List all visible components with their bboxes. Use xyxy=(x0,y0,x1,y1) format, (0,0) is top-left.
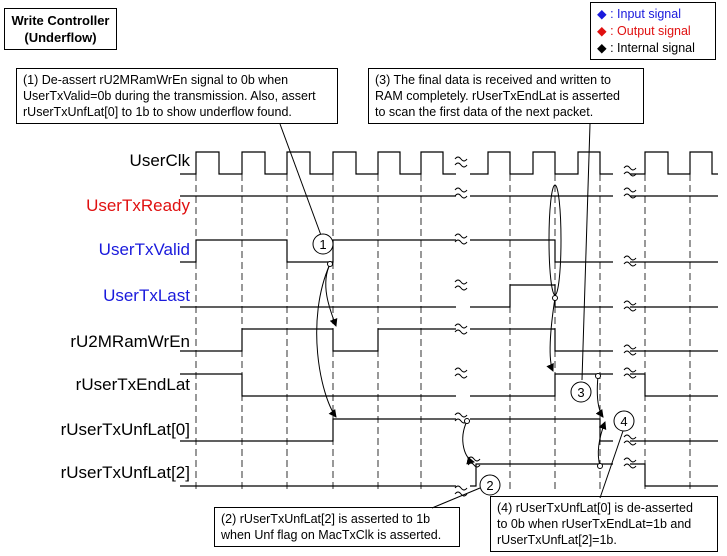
marker-2 xyxy=(479,474,501,496)
legend-internal-label: : Internal signal xyxy=(610,41,695,55)
marker-4 xyxy=(613,410,635,432)
signal-label-rusertxunflat0: rUserTxUnfLat[0] xyxy=(60,420,190,439)
waveform-userclk xyxy=(180,151,718,175)
note-3-text: (3) The final data is received and writt… xyxy=(375,73,620,119)
break-marks xyxy=(454,156,637,497)
note-1-text: (1) De-assert rU2MRamWrEn signal to 0b w… xyxy=(23,73,316,119)
marker-2-label: 2 xyxy=(486,478,493,493)
legend-output: ◆ : Output signal xyxy=(597,23,709,40)
signal-label-usertxlast: UserTxLast xyxy=(103,286,190,305)
signal-label-rusertxendlat: rUserTxEndLat xyxy=(75,375,190,394)
diagram-title: Write Controller (Underflow) xyxy=(11,13,110,45)
arrow-2 xyxy=(462,420,475,465)
waveform-usertxvalid xyxy=(180,239,718,263)
note-1-box: (1) De-assert rU2MRamWrEn signal to 0b w… xyxy=(16,68,338,124)
arrow-4b xyxy=(597,421,607,467)
waveform-ru2mramwren xyxy=(180,328,718,352)
arrow-3 xyxy=(546,297,556,372)
note-4-text: (4) rUserTxUnfLat[0] is de-asserted to 0… xyxy=(497,501,693,547)
diamond-icon: ◆ xyxy=(597,24,607,38)
waveform-usertxlast xyxy=(180,284,718,308)
marker-3 xyxy=(570,381,592,403)
note-4-box: (4) rUserTxUnfLat[0] is de-asserted to 0… xyxy=(490,496,718,552)
note-3-box: (3) The final data is received and writt… xyxy=(368,68,644,124)
note-2-box: (2) rUserTxUnfLat[2] is asserted to 1b w… xyxy=(214,507,460,547)
arrow-1b xyxy=(316,263,337,418)
legend-input-label: : Input signal xyxy=(610,7,681,21)
marker-1-label: 1 xyxy=(319,237,326,252)
diamond-icon: ◆ xyxy=(597,41,607,55)
waveform-rusertxendlat xyxy=(180,373,718,397)
arrow-4a xyxy=(595,375,604,418)
marker-1 xyxy=(312,233,334,255)
legend-input: ◆ : Input signal xyxy=(597,6,709,23)
waveform-rusertxunflat0 xyxy=(180,418,718,442)
note-1-pointer xyxy=(279,123,323,239)
marker-3-label: 3 xyxy=(577,385,584,400)
signal-label-userclk: UserClk xyxy=(129,151,190,170)
diamond-icon: ◆ xyxy=(597,7,607,21)
legend-internal: ◆ : Internal signal xyxy=(597,40,709,57)
legend-box: ◆ : Input signal ◆ : Output signal ◆ : I… xyxy=(590,2,716,60)
note-3-pointer xyxy=(581,123,591,381)
signal-label-ru2mramwren: rU2MRamWrEn xyxy=(70,332,190,351)
marker-4-label: 4 xyxy=(620,414,627,429)
waveform-rusertxunflat2 xyxy=(180,463,718,487)
arrow-1a xyxy=(325,263,338,327)
note-4-pointer xyxy=(599,427,625,499)
legend-output-label: : Output signal xyxy=(610,24,691,38)
diagram-title-box: Write Controller (Underflow) xyxy=(4,8,117,50)
signal-label-usertxready: UserTxReady xyxy=(86,196,190,215)
signal-label-rusertxunflat2: rUserTxUnfLat[2] xyxy=(60,463,190,482)
note-2-pointer xyxy=(431,487,481,509)
note-2-text: (2) rUserTxUnfLat[2] is asserted to 1b w… xyxy=(221,512,442,542)
signal-label-usertxvalid: UserTxValid xyxy=(98,240,190,259)
guide-lines xyxy=(195,152,691,492)
